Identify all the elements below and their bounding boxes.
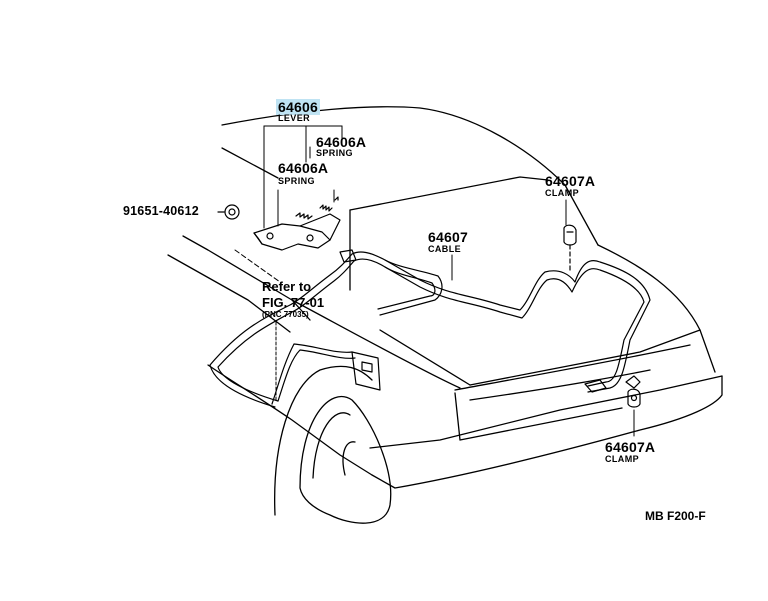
lever-part-number: 64606 (276, 99, 320, 115)
trunk-rear-edge (469, 329, 701, 386)
rear-bumper-top (369, 375, 723, 449)
cable-bracket (351, 351, 381, 391)
wheel-arch (274, 365, 373, 516)
spring-b-part-name: SPRING (278, 176, 315, 186)
cable-return-b (271, 343, 353, 405)
cable-front-run-a (209, 253, 353, 408)
cable-bracket-tab (361, 361, 373, 373)
cable-line-a (351, 251, 651, 393)
reference-line-2: FIG. 77-01 (262, 295, 325, 310)
wheel-hub (342, 441, 356, 476)
spring-coil-c (334, 196, 339, 201)
clamp-lower-part-name: CLAMP (605, 454, 639, 464)
rear-wheel (274, 365, 392, 524)
trunk-floor-line (379, 329, 471, 386)
upper-clamp-body (563, 224, 577, 246)
leader-lines (234, 125, 635, 437)
lever-plate (253, 232, 263, 245)
spring-coil-a (295, 212, 313, 220)
rear-pillar (221, 147, 279, 179)
clamp-upper-part-number: 64607A (545, 173, 596, 189)
spring-a-part-number: 64606A (316, 134, 367, 150)
cable-line-b (353, 258, 645, 387)
lever-part-number-text: 64606 (276, 99, 320, 115)
lever-assembly (253, 196, 341, 251)
diagram-code: MB F200-F (645, 509, 706, 523)
tire-outer (299, 395, 392, 524)
rear-bumper-face (454, 392, 623, 441)
reference-line-3: (PNC 77035) (262, 310, 309, 319)
lever-bracket (253, 223, 331, 251)
lower-clamp (625, 375, 641, 408)
bolt-part (217, 204, 240, 220)
cable-loop-a (379, 259, 443, 316)
tire-inner (312, 412, 351, 479)
lower-clamp-body (627, 388, 641, 408)
lever-arm (299, 213, 341, 241)
cable-end-fitting (339, 249, 357, 263)
spring-a-part-name: SPRING (316, 148, 353, 158)
rear-panel-lower (371, 375, 723, 489)
body-side-line (182, 235, 311, 321)
upper-clamp (563, 224, 577, 273)
cable-part-name: CABLE (428, 244, 461, 254)
lever-pivot-1 (266, 232, 274, 240)
lower-clamp-hole (630, 394, 638, 402)
clamp-upper-part-name: CLAMP (545, 188, 579, 198)
spring-b-part-number: 64606A (278, 160, 329, 176)
trunk-lid-line (597, 244, 716, 373)
reference-line-1: Refer to (262, 279, 312, 294)
release-cable (209, 249, 651, 408)
ref-leader-dash (234, 249, 281, 283)
cable-part-number: 64607 (428, 229, 468, 245)
clamp-lower-part-number: 64607A (605, 439, 656, 455)
taillight-top (454, 344, 691, 391)
lower-clamp-upper (625, 375, 641, 389)
cable-bracket-plate (351, 351, 381, 391)
lever-pivot-2 (306, 234, 314, 242)
cable-front-run-b (217, 260, 355, 402)
cable-loop-b (377, 266, 436, 310)
bolt-part-number: 91651-40612 (123, 204, 199, 218)
bolt-center (228, 208, 236, 216)
quarter-panel (207, 364, 373, 476)
lever-part-name: LEVER (278, 113, 311, 123)
trunk-opening-front (291, 299, 461, 389)
cable-return-a (277, 349, 356, 402)
rear-window-lower (349, 176, 549, 211)
bolt-head (224, 204, 240, 220)
taillight-bottom (469, 369, 651, 401)
cable-end-fitting-2 (584, 379, 607, 393)
spring-coil-b (319, 204, 333, 212)
car-body-outline (167, 106, 723, 489)
